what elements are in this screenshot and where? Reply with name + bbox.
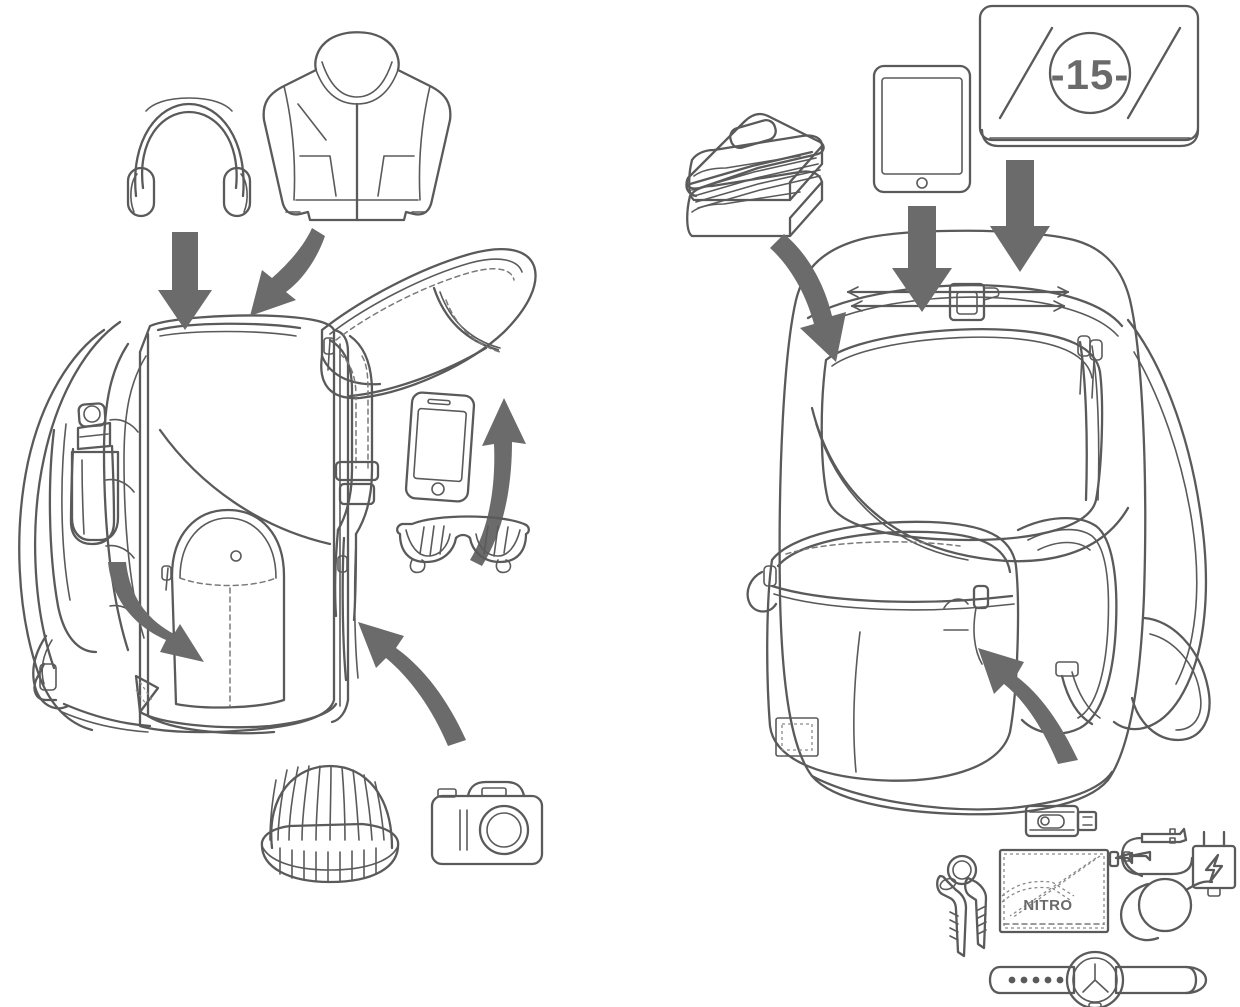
headphones-icon [126, 97, 252, 218]
keys-icon [936, 854, 988, 958]
tablet-icon [872, 64, 972, 194]
wallet-brand-label: NITRO [1023, 897, 1072, 914]
wallet-icon: NITRO [998, 848, 1110, 934]
arrow-laptop-into-sleeve [990, 160, 1050, 272]
arrow-left-accessories-into-pocket [358, 622, 466, 746]
water-bottle-icon [69, 402, 120, 546]
backpack-left [18, 247, 537, 735]
laptop-size-label: -15- [1051, 51, 1130, 98]
right-panel: -15- [685, 4, 1237, 1007]
usb-flash-drive-icon [1024, 804, 1098, 838]
left-panel [18, 31, 544, 884]
hooded-jacket-icon [262, 31, 452, 222]
arrow-headphones-into-main [158, 232, 212, 330]
arrow-phone-into-lid-pocket [470, 398, 526, 566]
sunglasses-icon [396, 515, 530, 574]
charging-cable-coil-icon [1108, 850, 1214, 942]
arrow-books-into-main [770, 234, 846, 362]
laptop-icon: -15- [978, 4, 1200, 148]
book-stack-icon [685, 112, 825, 238]
smartphone-icon [404, 391, 476, 503]
wristwatch-icon [988, 950, 1208, 1007]
arrow-bottle-into-side-pocket [108, 562, 204, 662]
wall-charger-icon [1191, 830, 1237, 897]
camera-icon [430, 780, 544, 866]
beanie-hat-icon [260, 764, 400, 884]
usb-cable-icon [1120, 827, 1194, 876]
backpack-right [746, 229, 1211, 816]
arrow-right-accessories-into-pocket [978, 648, 1078, 764]
arrow-jacket-into-main [250, 228, 325, 316]
arrow-tablet-into-sleeve [892, 206, 952, 312]
